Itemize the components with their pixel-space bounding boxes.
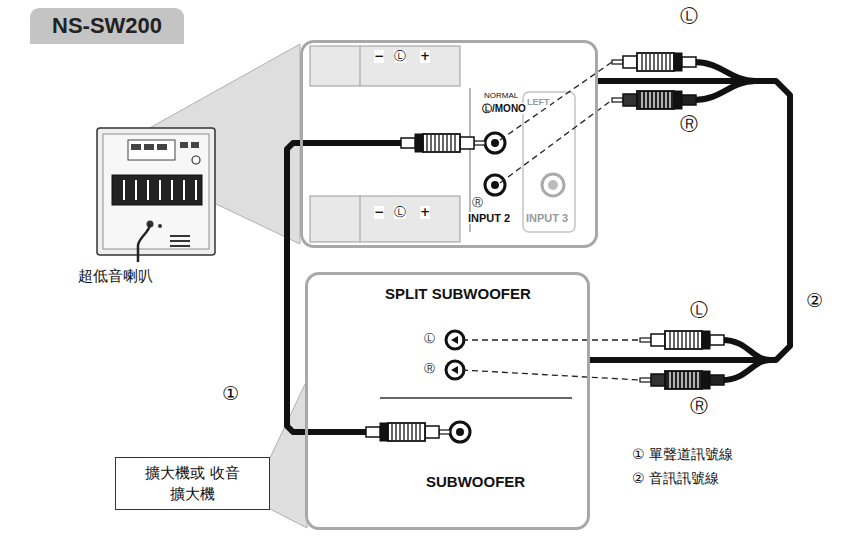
amplifier-panel: SPLIT SUBWOOFER Ⓛ Ⓡ SUBWOOFER xyxy=(305,272,590,530)
rca-plug xyxy=(366,423,450,441)
box-label: 擴大機或 收音擴大機 xyxy=(143,463,243,504)
panel-label: − xyxy=(374,50,384,63)
subwoofer-illustration xyxy=(97,128,215,262)
caption-label: 超低音喇叭 xyxy=(78,268,153,285)
panel-label: SPLIT SUBWOOFER xyxy=(385,286,531,303)
panel-label: − xyxy=(374,206,384,219)
panel-label: + xyxy=(420,50,430,63)
signal-cable xyxy=(590,81,790,360)
panel-label: INPUT 3 xyxy=(526,212,568,224)
subwoofer-panel: −Ⓛ+NORMALⓁ/MONOLEFTⓇINPUT 2INPUT 3−Ⓛ+ xyxy=(300,40,598,248)
legend-note: ① 單聲道訊號線 xyxy=(632,447,733,462)
channel-mark: Ⓡ xyxy=(690,396,708,416)
panel-label: Ⓛ xyxy=(424,333,435,345)
rca-plug xyxy=(401,134,485,152)
amplifier-panel xyxy=(305,272,590,530)
guide-line xyxy=(462,62,640,380)
panel-label: Ⓡ xyxy=(424,363,435,375)
cable-tail xyxy=(694,62,770,380)
subwoofer-rear-panel xyxy=(300,40,598,248)
panel-label: Ⓛ xyxy=(394,206,406,219)
callout-number: ① xyxy=(222,383,239,404)
panel-label: LEFT xyxy=(527,98,550,108)
model-title: NS-SW200 xyxy=(30,8,184,44)
panel-label: Ⓡ xyxy=(472,197,483,209)
panel-label: Ⓛ/MONO xyxy=(482,103,526,114)
channel-mark: Ⓡ xyxy=(680,114,698,134)
panel-label: + xyxy=(420,206,430,219)
rca-plug xyxy=(640,371,724,389)
panel-label: NORMAL xyxy=(484,92,518,101)
panel-label: SUBWOOFER xyxy=(426,474,525,491)
amplifier-box: 擴大機或 收音擴大機 xyxy=(115,457,270,510)
panel-label: INPUT 2 xyxy=(468,212,510,224)
rca-plug xyxy=(612,91,696,109)
rca-plug xyxy=(612,53,696,71)
rca-plug xyxy=(640,331,724,349)
panel-label: Ⓛ xyxy=(394,50,406,63)
callout-number: ② xyxy=(806,290,823,311)
channel-mark: Ⓛ xyxy=(680,6,698,26)
channel-mark: Ⓛ xyxy=(690,300,708,320)
legend-note: ② 音訊訊號線 xyxy=(632,471,719,486)
